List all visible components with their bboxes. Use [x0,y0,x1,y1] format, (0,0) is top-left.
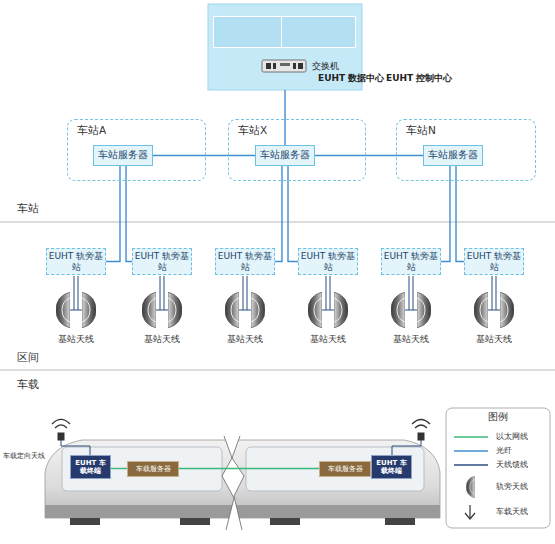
connector [179,468,319,469]
data-center-box: EUHT 数据中心 [213,16,288,48]
node-label: EUHT 数据中心 [318,73,384,83]
node-label: EUHT 轨旁基站 [48,251,104,272]
vehicle-antenna [52,420,430,441]
section-label: 区间 [17,350,39,365]
node-label: EUHT 轨旁基站 [300,251,356,272]
node-label: 车载服务器 [136,464,171,474]
base-station: EUHT 轨旁基站 [132,248,192,275]
station-group: 车站X 车站服务器 [228,119,366,181]
node-label: EUHT 轨旁基站 [466,251,522,272]
node-label: EUHT 车载终端 [72,459,109,476]
node-label: EUHT 轨旁基站 [134,251,190,272]
node-label: 交换机 [312,60,339,73]
base-station: EUHT 轨旁基站 [381,248,441,275]
legend-text: 天线馈线 [496,459,528,470]
node-label: 车站服务器 [428,149,478,162]
section-divider [0,222,555,223]
node-label: EUHT 轨旁基站 [217,251,273,272]
legend-text: 轨旁天线 [496,481,528,492]
switch-icon [262,60,306,72]
vehicle-server: 车载服务器 [127,461,179,477]
control-center-box: EUHT 控制中心 [281,16,356,48]
center-panel: 交换机 EUHT 数据中心EUHT 控制中心 [208,4,362,90]
node-label: 车站服务器 [260,149,310,162]
antenna-label: 基站天线 [227,333,263,346]
station-server: 车站服务器 [93,145,153,166]
antenna-label: 基站天线 [476,333,512,346]
base-station: EUHT 轨旁基站 [215,248,275,275]
base-station: EUHT 轨旁基站 [46,248,106,275]
antenna-label: 基站天线 [310,333,346,346]
antenna-label: 基站天线 [144,333,180,346]
node-label: 车站N [406,124,436,138]
vehicle-terminal: EUHT 车载终端 [70,455,111,479]
node-label: 车站A [77,124,106,138]
station-group: 车站N 车站服务器 [396,119,536,181]
station-server: 车站服务器 [255,145,315,166]
connector [111,468,127,469]
station-server: 车站服务器 [423,145,483,166]
legend-text: 车载天线 [496,506,528,517]
legend-text: 光纤 [496,445,512,456]
node-label: 车站X [238,124,267,138]
trackside-antennas [56,276,514,328]
section-label: 车载 [17,377,39,392]
train [45,436,440,530]
antenna-feeder [61,440,421,455]
base-station: EUHT 轨旁基站 [464,248,524,275]
legend-title: 图例 [488,411,508,424]
connector [153,155,255,156]
node-label: 车载服务器 [328,464,363,474]
connector [284,90,285,145]
vehicle-server: 车载服务器 [319,461,371,477]
antenna-label: 车载定向天线 [3,452,45,461]
vehicle-terminal: EUHT 车载终端 [371,455,412,479]
station-group: 车站A 车站服务器 [67,119,206,181]
antenna-label: 基站天线 [393,333,429,346]
antenna-label: 基站天线 [58,333,94,346]
section-divider [0,370,555,371]
legend-frame [446,408,550,528]
legend-text: 以太网线 [496,431,528,442]
base-station: EUHT 轨旁基站 [298,248,358,275]
node-label: EUHT 轨旁基站 [383,251,439,272]
section-label: 车站 [17,201,39,216]
node-label: EUHT 控制中心 [386,73,452,83]
node-label: EUHT 车载终端 [373,459,410,476]
node-label: 车站服务器 [98,149,148,162]
connector [315,155,423,156]
